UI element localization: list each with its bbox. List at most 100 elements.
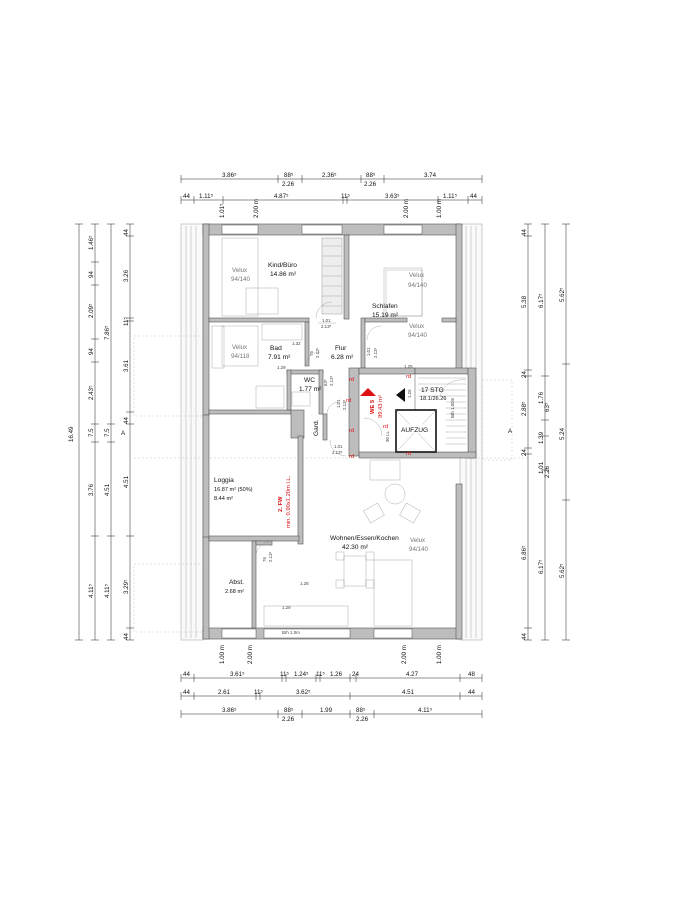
door-annotations: 1.01 2.13⁵ 1.01 2.13⁵ 76 2.13⁵ 63⁵ 2.13⁵… [262, 318, 413, 635]
dim-top-4: 88⁵ [366, 172, 376, 179]
rd-1: rd [349, 377, 354, 383]
stairs-note: Brh 1.00m [450, 397, 455, 418]
room-flur-area: 6.28 m² [331, 354, 354, 361]
door-entry-w: 1.01 [336, 399, 341, 408]
rd-6: rd [349, 454, 354, 460]
fw-label-1: 2. FW [278, 496, 284, 512]
sill-2: 1.29 [277, 365, 286, 370]
room-schlafen-name: Schlafen [372, 303, 398, 310]
we-label: WE 5 [370, 399, 376, 414]
door-bad-w: 76 [309, 351, 314, 356]
dim-right-o3: 5.62⁵ [559, 563, 566, 578]
rd-3: rd [346, 398, 351, 404]
dim-bot1-3: 11⁵ [280, 671, 289, 678]
entry-arrow-icon [360, 388, 376, 396]
dim-bot1-9: 48 [468, 671, 475, 678]
dim-left-m1: 1.46⁵ [88, 235, 95, 250]
velux-5-size: 94/140 [409, 546, 428, 553]
room-gard-name: Gard. [313, 419, 320, 436]
dim-left-m4: 94 [88, 348, 95, 355]
dim-left-i4: 3.61 [123, 359, 130, 372]
dim-top2-7: 44 [470, 193, 477, 200]
dim-bot2-2: 2.61 [218, 689, 231, 696]
dim-bot1-2: 3.61⁵ [230, 671, 245, 678]
door-kind-w: 1.01 [322, 318, 331, 323]
dim-left-i5: 44 [123, 417, 130, 424]
door-main-h: 2.13⁵ [332, 450, 343, 455]
room-loggia-area2: 8.44 m² [214, 496, 233, 502]
dim-left-b1: 7.86⁵ [104, 325, 111, 340]
dim-right-i5: 24 [521, 449, 528, 456]
dim-bot-h3: 2.00 m [401, 645, 408, 664]
room-flur-name: Flur [335, 345, 347, 352]
room-wohnen-name: Wohnen/Essen/Kochen [330, 535, 399, 542]
room-bad-area: 7.91 m² [268, 354, 291, 361]
right-dimensions: 44 5.38 24 2.88⁵ 24 1.01 6.86⁵ 44 6.17⁵ … [508, 223, 570, 641]
dim-left-i8: 44 [123, 633, 130, 640]
stair-arrow-icon [396, 388, 405, 402]
rd-5: rd [349, 428, 354, 434]
dim-left-i3: 11⁵ [123, 317, 130, 326]
dim-left-i2: 3.26 [123, 269, 130, 282]
dim-right-o2: 5.24 [559, 427, 566, 440]
room-kind-name: Kind/Büro [268, 262, 297, 269]
velux-3-size: 94/140 [408, 332, 427, 339]
dim-bot2-3: 11⁵ [254, 689, 263, 696]
dim-bot2-5: 4.51 [402, 689, 415, 696]
section-left: A [121, 430, 126, 437]
room-loggia-name: Loggia [214, 477, 234, 484]
dim-top-h3: 2.00 m [403, 199, 410, 218]
dim-left-b3: 4.51 [104, 483, 111, 496]
velux-2-name: Velux [409, 272, 425, 279]
sill-3: 1.28 [300, 581, 309, 586]
room-kind-area: 14.86 m² [270, 271, 297, 278]
door-entry-h: 2.13⁵ [342, 399, 347, 410]
dim-top2-1: 44 [183, 193, 190, 200]
room-labels: Kind/Büro 14.86 m² Schlafen 15.19 m² Bad… [214, 262, 399, 595]
room-schlafen-area: 15.19 m² [372, 312, 399, 319]
door-swings [255, 301, 383, 557]
door-flur-w: 1.01 [366, 347, 371, 356]
dim-top-3: 2.36⁵ [322, 172, 337, 179]
room-abst-name: Abst. [229, 579, 244, 586]
dim-bot2-1: 44 [183, 689, 190, 696]
dim-left-total: 16.49 [68, 426, 75, 442]
dim-right-i3: 24 [521, 371, 528, 378]
dim-left-i1: 44 [123, 229, 130, 236]
rd-4: rd [383, 424, 388, 430]
velux-4-name: Velux [232, 344, 248, 351]
dim-top-h4: 1.00 m [436, 199, 443, 218]
dim-right-i4: 2.88⁵ [521, 401, 528, 416]
dim-bot3-2: 88⁵ [284, 707, 294, 714]
room-abst-area: 2.68 m² [225, 589, 244, 595]
room-wc-name: WC [304, 377, 315, 384]
dim-top2-3: 4.87⁵ [274, 193, 289, 200]
furniture [211, 269, 423, 627]
dim-right-i2: 5.38 [521, 295, 528, 308]
dim-top-2: 88⁵ [284, 172, 294, 179]
dim-top2-2: 1.11⁵ [199, 193, 214, 200]
dim-bot2-4: 3.62⁵ [296, 689, 311, 696]
dim-right-i1: 44 [521, 229, 528, 236]
left-dimensions: 16.49 1.46⁵ 94 2.09⁵ 94 2.43⁵ 7.5 3.76 4… [68, 223, 134, 641]
dim-bot3-2b: 2.26 [356, 716, 369, 723]
dim-left-b4: 4.11⁵ [104, 583, 111, 598]
dim-top-1: 3.86⁵ [222, 172, 237, 179]
dim-bot1-5: 11⁵ [316, 671, 325, 678]
dim-bot3-5: 4.11⁵ [418, 707, 433, 714]
sill-5: 1.25 [404, 364, 413, 369]
velux-4-size: 94/118 [231, 353, 250, 360]
dim-left-i6: 4.51 [123, 475, 130, 488]
stairs-dim: 1.26 [407, 389, 412, 398]
stairs-label: 17 STG [421, 387, 444, 394]
room-wohnen-area: 42.30 m² [342, 544, 369, 551]
elevator: AUFZUG 90 LL [385, 409, 437, 453]
dim-right-i7: 6.86⁵ [521, 545, 528, 560]
sill-1: 1.32 [292, 341, 301, 346]
dim-top-2b: 2.26 [364, 181, 377, 188]
dim-top-h1: 1.01⁵ [219, 203, 226, 218]
bottom-brh: Brh 1.0m [282, 630, 300, 635]
dim-bot1-7: 24 [352, 671, 359, 678]
room-loggia-area1: 16.87 m² (50%) [214, 487, 253, 493]
door-abst-h: 2.13⁵ [268, 551, 273, 562]
